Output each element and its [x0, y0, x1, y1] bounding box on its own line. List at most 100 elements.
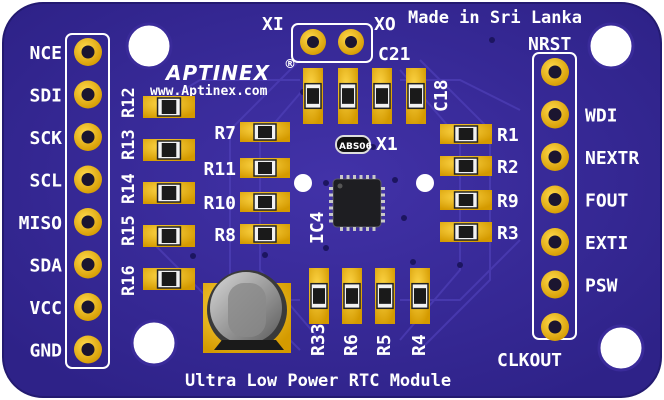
website-text: www.Aptinex.com: [150, 84, 268, 99]
header-pin-label: NEXTR: [585, 148, 639, 169]
right-resistors: [440, 124, 492, 242]
ic-pin: [372, 175, 376, 179]
header-pin-hole: [81, 300, 95, 314]
resistor-label: R7: [214, 123, 236, 144]
resistor-label: R6: [341, 334, 362, 356]
header-pin-label: GND: [29, 341, 62, 362]
header-pin-hole: [81, 343, 95, 356]
resistor-label: R10: [203, 193, 236, 214]
left-header-pins: [74, 38, 102, 364]
resistor-label: R9: [497, 191, 519, 212]
ic-pin: [381, 219, 385, 223]
xi-label: XI: [262, 14, 284, 35]
right-header-pins: [541, 58, 569, 341]
header-pin-hole: [81, 130, 95, 144]
header-pin-label: PSW: [585, 276, 618, 297]
resistor-label: R3: [497, 223, 519, 244]
xo-label: XO: [374, 14, 396, 35]
ic-pin: [359, 175, 363, 179]
mid-left-resistors: [240, 122, 290, 244]
header-pin-hole: [81, 258, 95, 271]
resistor-label: R16: [119, 265, 139, 296]
ic-pin: [359, 227, 363, 231]
resistor-core: [410, 88, 422, 104]
ic-pin: [340, 175, 343, 179]
ic-pin: [346, 175, 350, 179]
resistor-label: R33: [308, 323, 329, 356]
bottom-resistors: [309, 268, 430, 324]
resistor-core: [161, 143, 177, 157]
header-pin-hole: [548, 235, 562, 249]
header-pin-hole: [548, 65, 562, 79]
resistor-label: R2: [497, 157, 519, 178]
header-pin-hole: [81, 88, 95, 101]
resistor-core: [161, 100, 177, 114]
ic-pin: [353, 175, 356, 179]
resistor-core: [458, 194, 474, 206]
resistor-core: [376, 88, 388, 104]
c18-label: C18: [431, 79, 452, 112]
resistor-core: [458, 226, 474, 238]
header-pin-label: WDI: [585, 106, 618, 127]
ic-label: IC4: [307, 211, 328, 244]
header-pin-hole: [81, 173, 95, 186]
header-pin-hole: [548, 193, 562, 206]
header-pin-label: EXTI: [585, 233, 628, 254]
header-pin-hole: [548, 108, 562, 121]
resistor-core: [458, 128, 474, 140]
ic-pin: [381, 200, 385, 203]
header-pin-label: VCC: [29, 298, 62, 319]
ic-pin: [329, 193, 333, 197]
header-pin-label: SDI: [29, 86, 62, 107]
resistor-label: R12: [119, 87, 139, 118]
header-pin-label: CLKOUT: [497, 350, 562, 371]
ic-pin: [381, 187, 385, 190]
header-pin-label: SCK: [29, 128, 62, 149]
resistor-core: [342, 88, 354, 104]
resistor-label: R13: [119, 129, 139, 160]
ic-pin: [329, 206, 333, 210]
resistor-label: R11: [203, 159, 236, 180]
top-header-pins: [300, 29, 364, 55]
resistor-core: [414, 288, 426, 304]
ic-pin: [329, 200, 333, 203]
header-pin-hole: [548, 150, 562, 164]
header-pin-hole: [81, 45, 95, 59]
resistor-core: [161, 229, 177, 243]
top-header-outline: [291, 23, 373, 63]
header-pin-label: NRST: [528, 34, 572, 55]
resistor-core: [258, 126, 272, 138]
resistor-label: R4: [409, 334, 430, 356]
resistor-label: R8: [214, 225, 236, 246]
module-name: Ultra Low Power RTC Module: [185, 371, 451, 391]
resistor-core: [379, 288, 391, 304]
ic-pin: [329, 187, 333, 190]
header-pin-label: NCE: [29, 43, 62, 64]
header-pin-hole: [548, 320, 562, 334]
crystal-label: X1: [376, 134, 398, 155]
top-capacitors: [303, 68, 426, 124]
resistor-core: [313, 288, 325, 304]
ic-pin: [346, 227, 350, 231]
ic-pin: [381, 193, 385, 197]
header-pin-label: MISO: [19, 213, 63, 234]
c21-label: C21: [378, 44, 411, 65]
crystal-marking: ABS06: [339, 142, 372, 152]
resistor-core: [161, 272, 177, 286]
resistor-label: R15: [119, 215, 139, 246]
ic-pin: [340, 227, 343, 231]
brand-logo: APTINEX: [164, 61, 271, 85]
resistor-core: [258, 162, 272, 174]
resistor-core: [161, 186, 177, 200]
super-capacitor: [203, 270, 291, 353]
left-resistors: [143, 96, 195, 290]
made-in-text: Made in Sri Lanka: [408, 8, 582, 28]
resistor-core: [258, 196, 272, 208]
ic-pin: [366, 227, 369, 231]
